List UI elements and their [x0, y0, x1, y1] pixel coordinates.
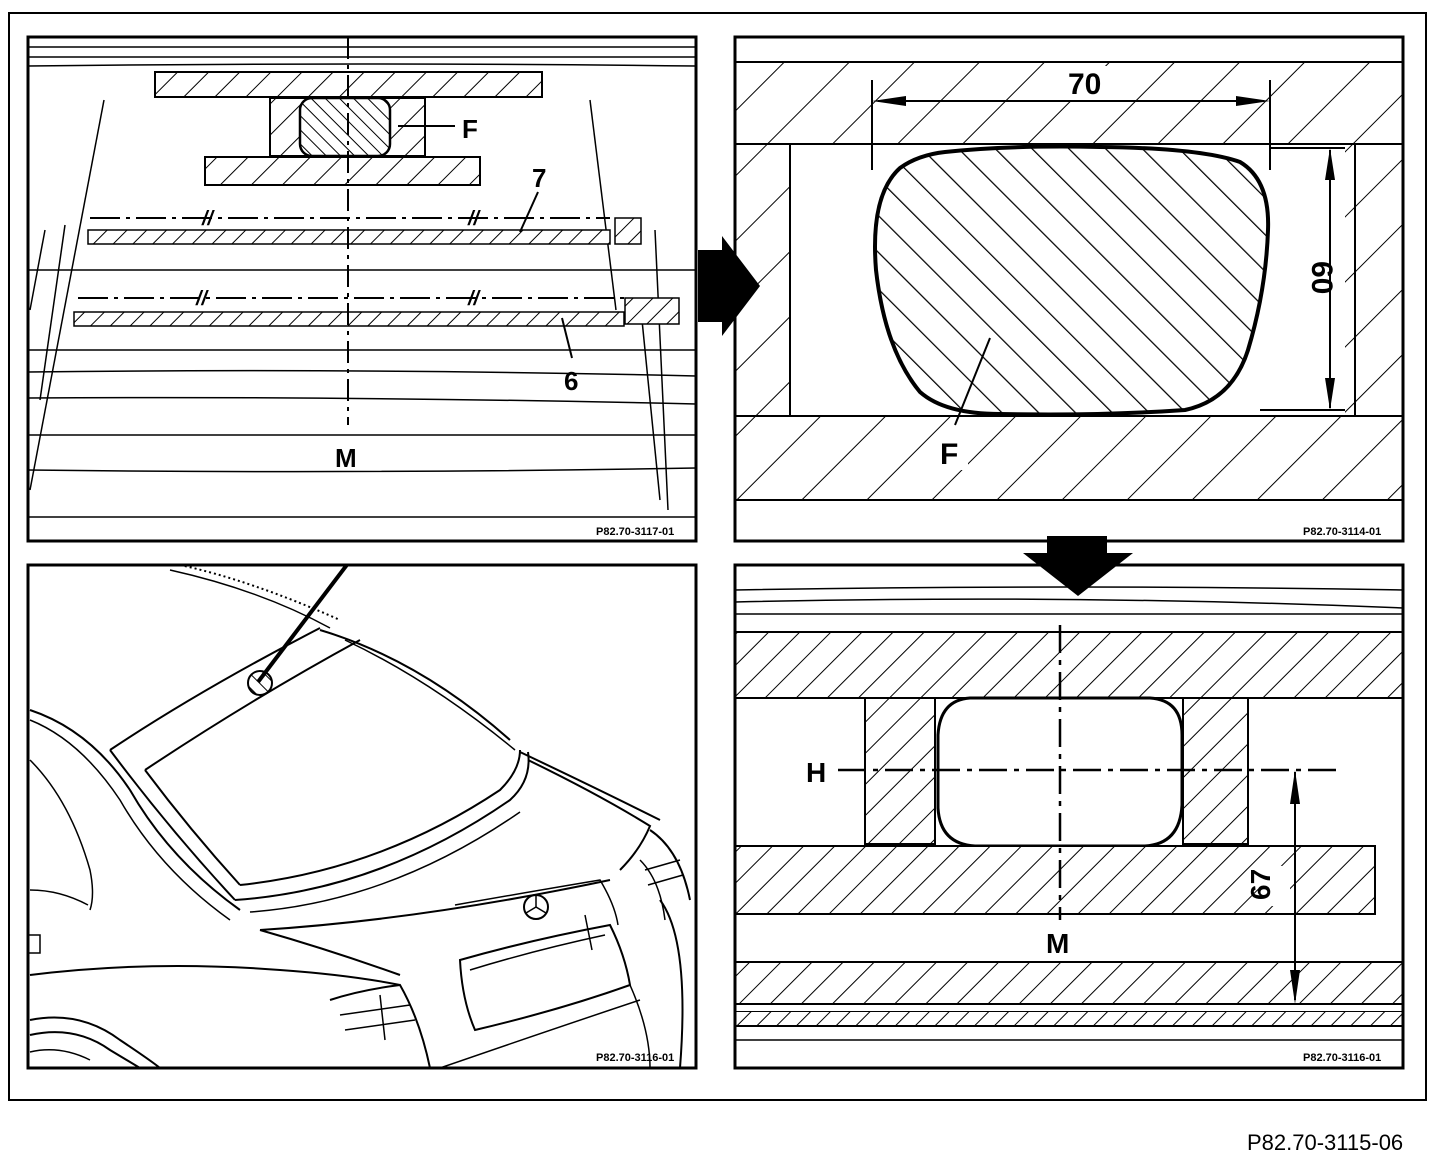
dim-67: 67	[1245, 869, 1276, 900]
panel-border	[26, 35, 698, 543]
label-h: H	[806, 757, 826, 788]
arrow-down-icon	[1023, 536, 1133, 596]
panel-border	[26, 563, 698, 1070]
panel-code: P82.70-3116-01	[1303, 1052, 1381, 1064]
panel-code: P82.70-3114-01	[1303, 526, 1381, 538]
break-mark-1: //	[201, 208, 216, 230]
label-m: M	[335, 443, 357, 473]
arrow-right-icon	[698, 236, 760, 336]
panel-code: P82.70-3116-01	[596, 1052, 674, 1064]
label-f: F	[940, 438, 958, 471]
panel-top-left: F 7 6 M // // // // P82.70-3117-01	[26, 35, 698, 543]
break-mark-4: //	[467, 288, 482, 310]
label-6: 6	[564, 366, 578, 396]
label-m: M	[1046, 928, 1069, 959]
panel-top-right: 70 60 F P82.70-3114-01	[733, 35, 1405, 543]
label-f: F	[462, 114, 478, 144]
panel-code: P82.70-3117-01	[596, 526, 674, 538]
break-mark-3: //	[195, 288, 210, 310]
label-7: 7	[532, 163, 546, 193]
dim-width-70: 70	[1068, 68, 1101, 101]
figure-id: P82.70-3115-06	[1247, 1130, 1403, 1155]
break-mark-2: //	[467, 208, 482, 230]
dim-height-60: 60	[1305, 261, 1338, 294]
outer-frame	[8, 12, 1427, 1101]
cross-section-f	[873, 144, 1271, 417]
panel-bottom-left: P82.70-3116-01	[26, 563, 698, 1070]
panel-bottom-right: 67 H M P82.70-3116-01	[733, 563, 1405, 1070]
